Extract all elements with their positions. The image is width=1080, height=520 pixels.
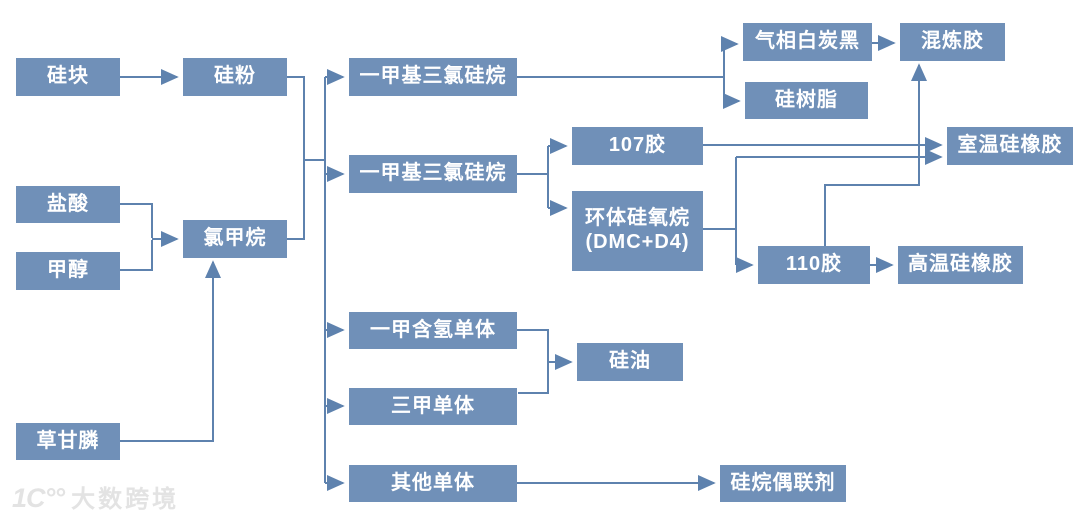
watermark: 1C°° 大数跨境 xyxy=(12,479,179,514)
node-rt-silicone-rubber: 室温硅橡胶 xyxy=(947,127,1073,165)
node-cyclic-siloxane: 环体硅氧烷 (DMC+D4) xyxy=(572,191,703,271)
edge-monomer-bracket xyxy=(517,329,549,394)
node-silicon-powder: 硅粉 xyxy=(183,58,287,96)
node-methyltrichlorosilane-mid: 一甲基三氯硅烷 xyxy=(349,155,517,193)
node-silicon-block: 硅块 xyxy=(16,58,120,96)
edge-silicon-powder-down xyxy=(287,76,305,160)
edge-glue-110-to-compounded xyxy=(824,63,927,246)
node-glue-107: 107胶 xyxy=(572,127,703,165)
node-silicone-oil: 硅油 xyxy=(577,343,683,381)
edge-hydrochloric-acid xyxy=(120,203,153,238)
edge-methanol xyxy=(120,240,153,271)
node-glue-110: 110胶 xyxy=(758,246,870,284)
edge-chloromethane-up xyxy=(287,160,305,240)
node-fumed-silica: 气相白炭黑 xyxy=(743,23,872,61)
node-chloromethane: 氯甲烷 xyxy=(183,220,287,258)
node-other-monomer: 其他单体 xyxy=(349,465,517,502)
node-ht-silicone-rubber: 高温硅橡胶 xyxy=(898,246,1023,284)
node-glyphosate: 草甘膦 xyxy=(16,423,120,460)
brand-name: 大数跨境 xyxy=(71,486,180,513)
node-methyl-hydrogen-monomer: 一甲含氢单体 xyxy=(349,312,517,349)
node-silane-coupling-agent: 硅烷偶联剂 xyxy=(720,465,846,502)
node-silicone-resin: 硅树脂 xyxy=(745,82,868,119)
node-compounded-rubber: 混炼胶 xyxy=(900,23,1005,61)
node-methyltrichlorosilane-top: 一甲基三氯硅烷 xyxy=(349,58,517,96)
brand-logo-icon: 1C°° xyxy=(12,483,65,513)
node-methanol: 甲醇 xyxy=(16,252,120,290)
node-trimethyl-monomer: 三甲单体 xyxy=(349,388,517,425)
node-hydrochloric-acid: 盐酸 xyxy=(16,186,120,223)
edge-glyphosate-to-chloromethane xyxy=(120,260,221,442)
